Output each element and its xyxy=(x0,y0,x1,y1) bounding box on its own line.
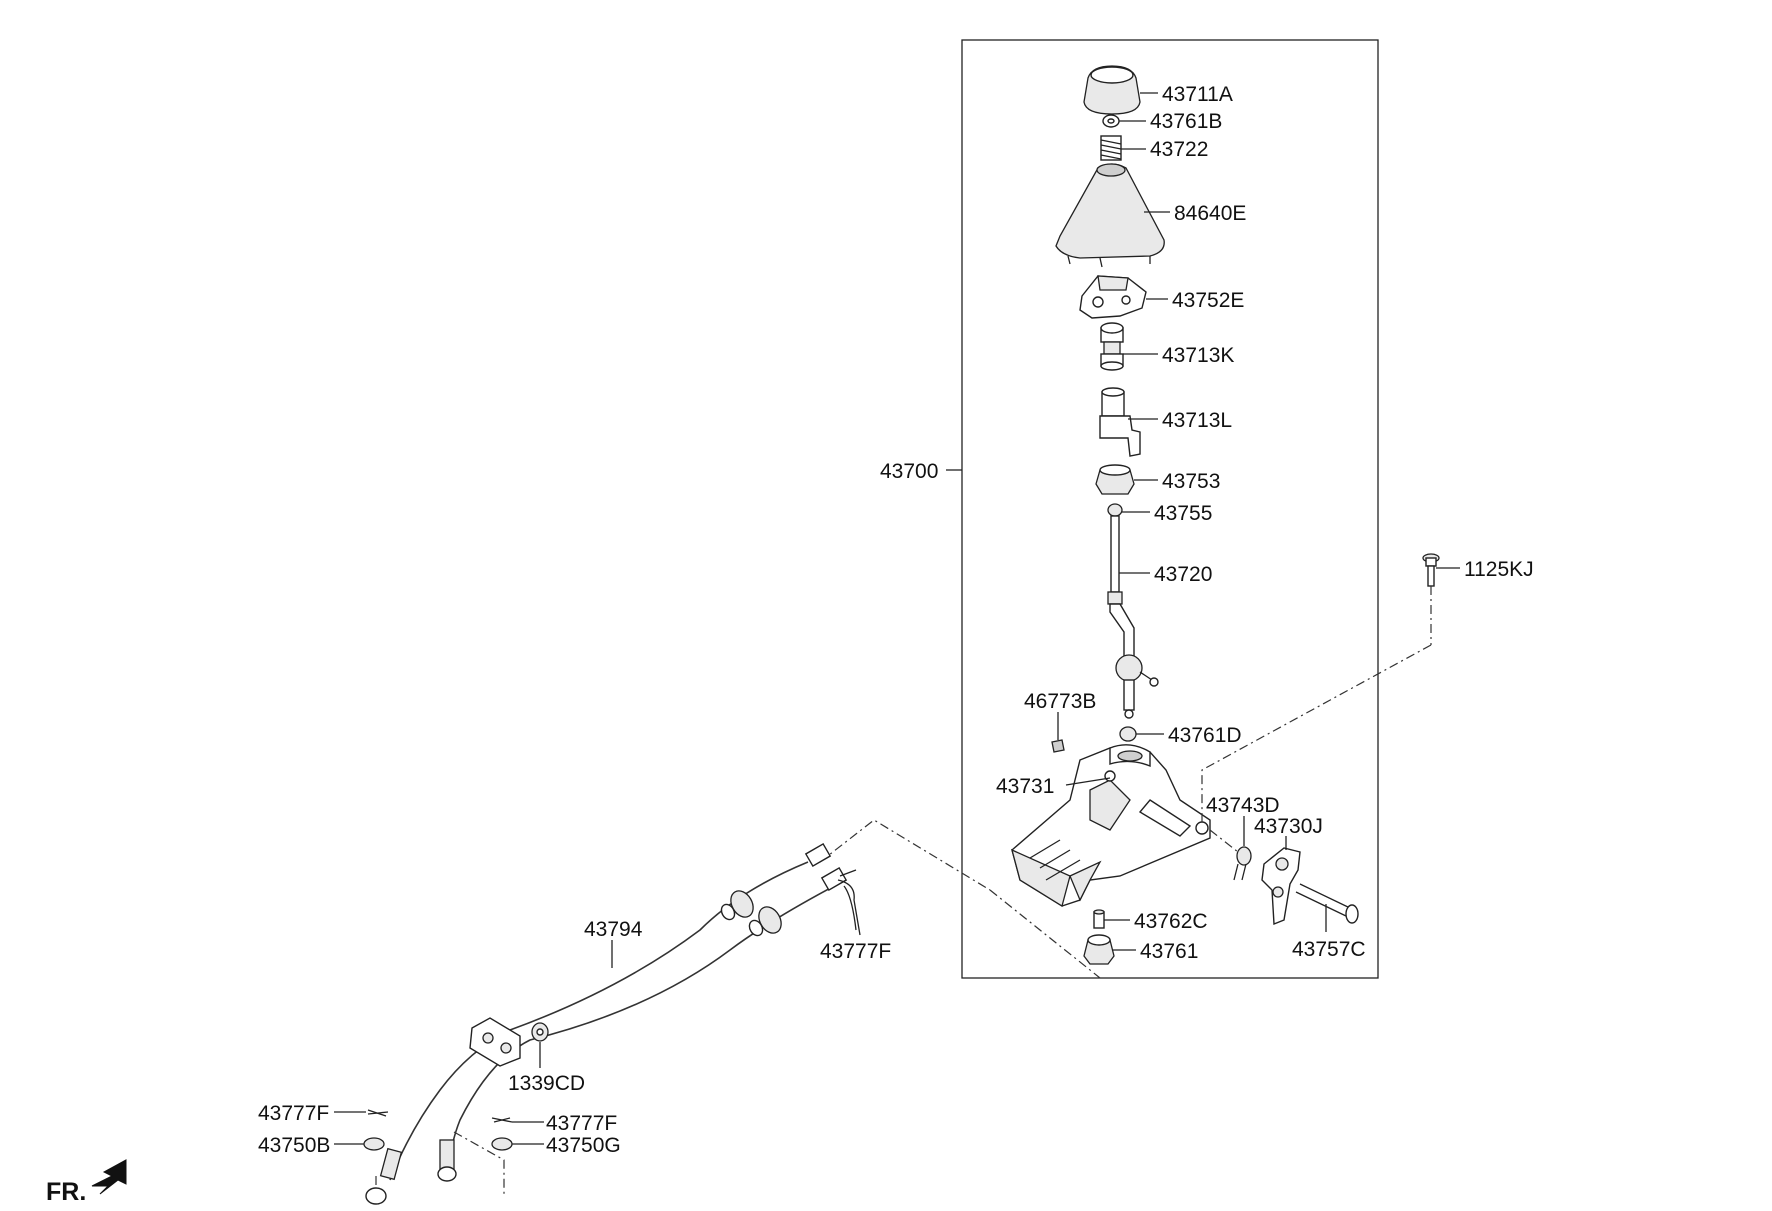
pin-43757C-part xyxy=(1295,883,1359,924)
spring-43722-part xyxy=(1100,135,1122,161)
spring-43743D-part xyxy=(1233,846,1252,881)
dashed-line-cable-end-right xyxy=(453,1131,505,1194)
arrow-down-left-icon xyxy=(91,1159,127,1195)
label-43761B: 43761B xyxy=(1150,110,1222,133)
ring-43753-part xyxy=(1095,464,1135,495)
bushing-43761D-part xyxy=(1119,726,1137,742)
label-43761: 43761 xyxy=(1140,940,1198,963)
label-46773B: 46773B xyxy=(1024,690,1096,713)
nut-1339CD-part xyxy=(531,1022,549,1042)
bolt-1125KJ-part xyxy=(1422,553,1440,587)
socket-43713L-part xyxy=(1099,387,1141,457)
assembly-43700-frame xyxy=(961,39,1379,979)
bushing-43713K-part xyxy=(1100,322,1124,371)
washer-43750B-part xyxy=(363,1137,385,1151)
label-43750B: 43750B xyxy=(258,1134,330,1157)
housing-43752E-part xyxy=(1079,275,1147,319)
label-43777F-left: 43777F xyxy=(258,1102,329,1125)
label-43794: 43794 xyxy=(584,918,643,941)
label-43757C: 43757C xyxy=(1292,938,1366,961)
label-1125KJ: 1125KJ xyxy=(1464,558,1534,581)
leader-43731 xyxy=(1065,777,1111,786)
label-43761D: 43761D xyxy=(1168,724,1242,747)
shift-bracket-43731-part xyxy=(1011,744,1211,908)
shift-knob-part xyxy=(1083,65,1141,115)
label-43777F-top: 43777F xyxy=(820,940,891,963)
selector-lever-43730J-part xyxy=(1261,847,1301,926)
label-43752E: 43752E xyxy=(1172,289,1244,312)
front-direction-label: FR. xyxy=(46,1178,86,1206)
shift-cable-43794-part xyxy=(365,842,857,1205)
label-43777F-right: 43777F xyxy=(546,1112,617,1135)
label-43762C: 43762C xyxy=(1134,910,1208,933)
label-43711A: 43711A xyxy=(1162,83,1233,106)
nut-43761-part xyxy=(1083,934,1115,965)
clip-43777F-left-part xyxy=(367,1109,389,1117)
clip-46773B-part xyxy=(1051,712,1065,753)
label-43700: 43700 xyxy=(880,460,938,483)
label-43730J: 43730J xyxy=(1254,815,1323,838)
label-84640E: 84640E xyxy=(1174,202,1246,225)
label-43713K: 43713K xyxy=(1162,344,1234,367)
dashed-line-cable-to-bracket xyxy=(819,819,991,891)
label-43722: 43722 xyxy=(1150,138,1208,161)
label-43743D: 43743D xyxy=(1206,794,1280,817)
dashed-line-bracket-to-lever xyxy=(1209,829,1239,853)
dashed-line-bolt-to-bracket xyxy=(1201,644,1432,822)
label-1339CD: 1339CD xyxy=(508,1072,585,1095)
label-43755: 43755 xyxy=(1154,502,1212,525)
clip-43777F-right-part xyxy=(491,1117,513,1123)
nut-43761B-part xyxy=(1102,114,1120,128)
label-43753: 43753 xyxy=(1162,470,1220,493)
label-43720: 43720 xyxy=(1154,563,1212,586)
bushing-43755-part xyxy=(1107,503,1123,517)
washer-43750G-part xyxy=(491,1137,513,1151)
clip-43777F-top-part xyxy=(837,879,861,936)
label-43731: 43731 xyxy=(996,775,1054,798)
dashed-line-frame-bottom xyxy=(989,889,1101,979)
label-43713L: 43713L xyxy=(1162,409,1232,432)
collar-43762C-part xyxy=(1093,909,1105,929)
shift-lever-rod-part xyxy=(1107,515,1159,719)
label-43750G: 43750G xyxy=(546,1134,621,1157)
shift-boot-part xyxy=(1055,163,1165,268)
